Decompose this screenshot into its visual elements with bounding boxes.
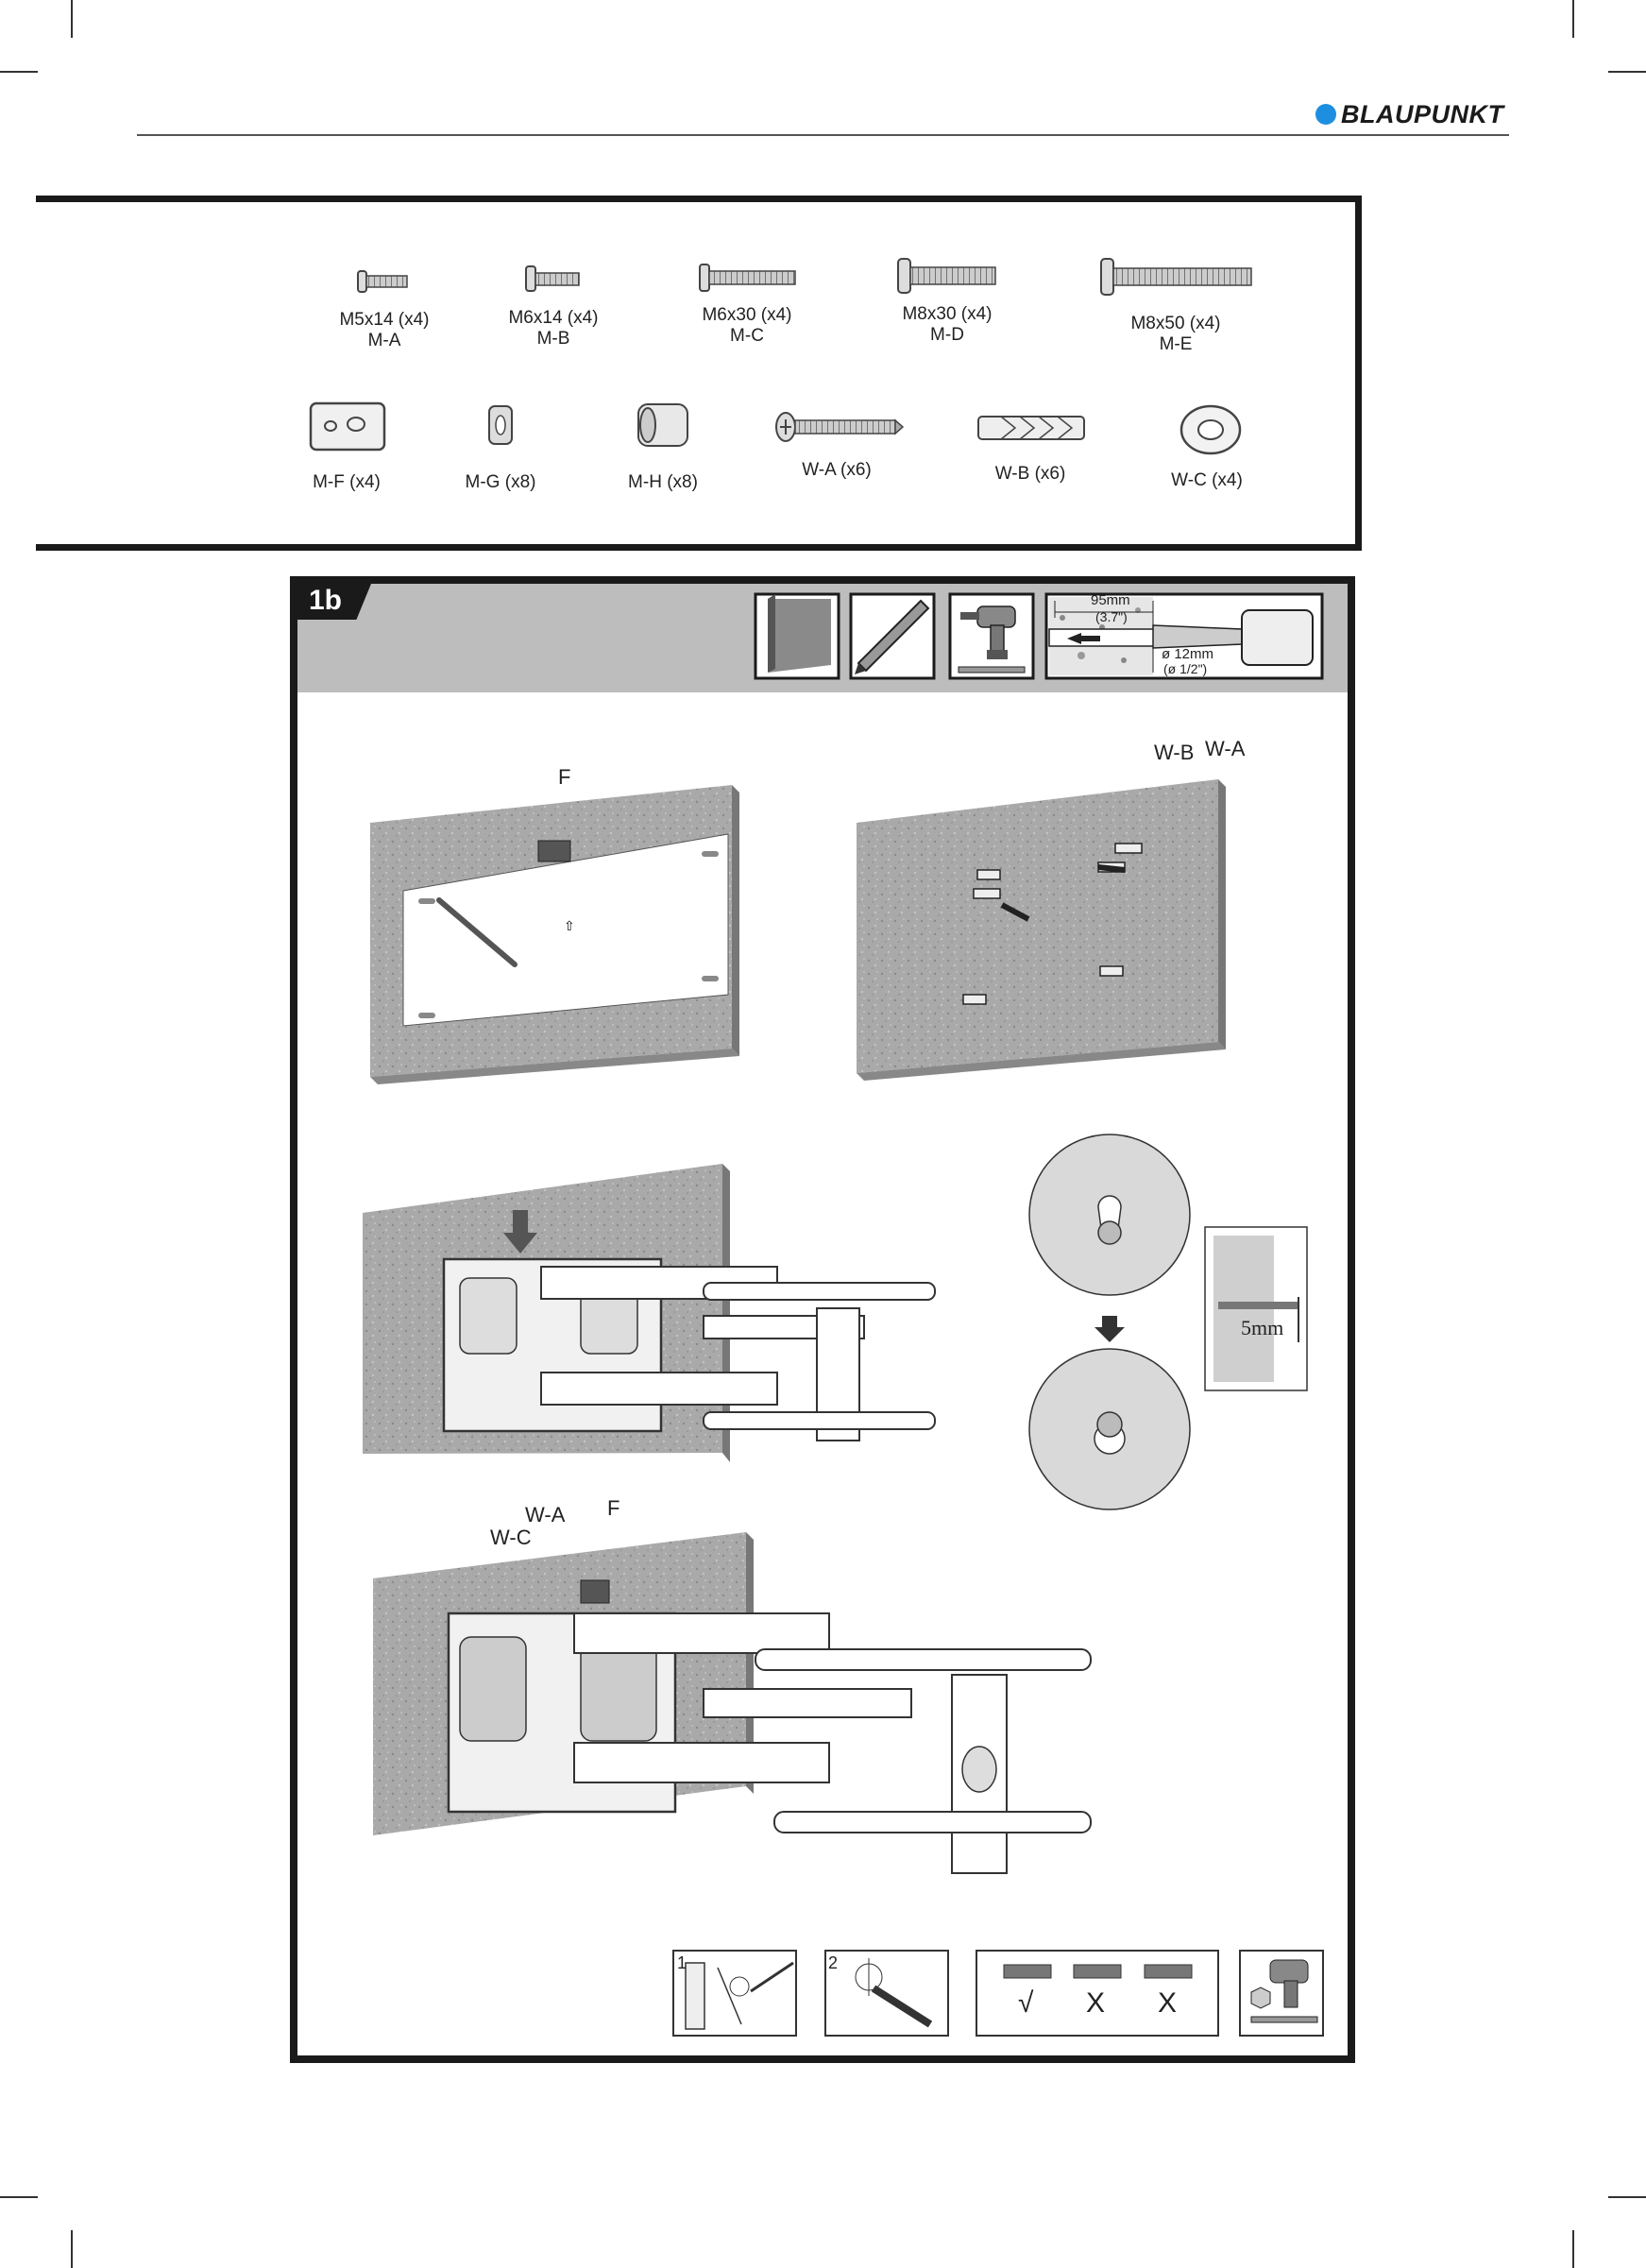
anchor-w-b-icon [978,417,1084,439]
pencil-tool-icon [851,594,934,678]
svg-text:⇧: ⇧ [564,918,575,933]
wall-tool-icon [755,594,839,678]
screw-m-e-icon [1101,259,1251,295]
screw-m-d-icon [898,259,995,293]
drill-bolt-icon [1240,1951,1323,2036]
callout-bottom-w-a: W-A [525,1503,565,1527]
gap-measurement-label: 5mm [1241,1316,1283,1340]
hardware-label-w-c: W-C (x4) [1160,470,1254,491]
step-2-number: 2 [828,1953,838,1973]
drill-tool-icon [950,594,1033,678]
crop-mark [1608,2196,1646,2198]
hardware-size: M8x30 (x4) [899,304,995,325]
hardware-drawings [0,0,1646,567]
screw-m-b-icon [526,266,579,291]
drill-depth-label: 95mm [1091,592,1130,608]
bottom-instruction-icons [673,1951,1323,2036]
drill-depth-inch-label: (3.7") [1095,609,1128,624]
crop-mark [1572,2230,1574,2268]
hardware-label-m-c: M6x30 (x4) M-C [699,305,795,347]
crop-mark [71,2230,73,2268]
template-on-wall-figure: ⇧ [370,785,739,1084]
hardware-label-m-b: M6x14 (x4) M-B [506,308,601,350]
hardware-code: M-C [699,326,795,347]
callout-w-b: W-B [1154,741,1194,765]
washer-w-c-icon [1181,406,1240,453]
hardware-size: M6x30 (x4) [699,305,795,326]
level-wrong-mark-2: X [1158,1987,1177,2020]
hardware-label-m-e: M8x50 (x4) M-E [1128,314,1224,355]
hardware-label-m-g: M-G (x8) [453,472,548,493]
lag-bolt-w-a-icon [776,413,903,441]
gap-detail-figure [1205,1227,1307,1390]
hardware-label-w-b: W-B (x6) [983,464,1078,485]
hardware-label-w-a: W-A (x6) [789,460,884,481]
screw-m-a-icon [358,271,407,292]
screw-m-c-icon [700,264,795,291]
spacer-m-g-icon [489,406,512,444]
drill-diameter-label: ø 12mm [1162,646,1213,662]
hardware-code: M-E [1128,334,1224,355]
plate-m-f-icon [311,403,384,450]
installation-illustrations: ⇧ [297,692,1348,2056]
anchors-in-wall-figure [857,779,1226,1081]
mark-step-1-icon [673,1951,796,2036]
callout-f-top: F [558,765,570,790]
callout-bottom-f: F [607,1496,619,1521]
hardware-size: M8x50 (x4) [1128,314,1224,334]
hardware-label-m-h: M-H (x8) [616,472,710,493]
hardware-label-m-a: M5x14 (x4) M-A [337,310,432,351]
step-1-number: 1 [677,1953,687,1973]
keyhole-detail-figure [1029,1134,1190,1509]
crop-mark [0,2196,38,2198]
hardware-label-m-f: M-F (x4) [299,472,394,493]
hardware-code: M-D [899,325,995,346]
hardware-size: M6x14 (x4) [506,308,601,329]
level-wrong-mark-1: X [1086,1987,1105,2020]
spacer-m-h-icon [638,404,687,446]
hardware-code: M-B [506,329,601,350]
tool-icons [751,589,1327,684]
level-correct-mark: √ [1018,1987,1033,2020]
callout-w-a: W-A [1205,737,1245,761]
step-number: 1b [309,585,342,617]
callout-bottom-w-c: W-C [490,1526,532,1550]
final-assembly-figure [373,1532,1091,1873]
drill-diameter-inch-label: (ø 1/2") [1163,661,1207,676]
hardware-label-m-d: M8x30 (x4) M-D [899,304,995,346]
mount-on-wall-figure [363,1164,935,1462]
hardware-code: M-A [337,331,432,351]
hardware-size: M5x14 (x4) [337,310,432,331]
mark-step-2-icon [825,1951,948,2036]
